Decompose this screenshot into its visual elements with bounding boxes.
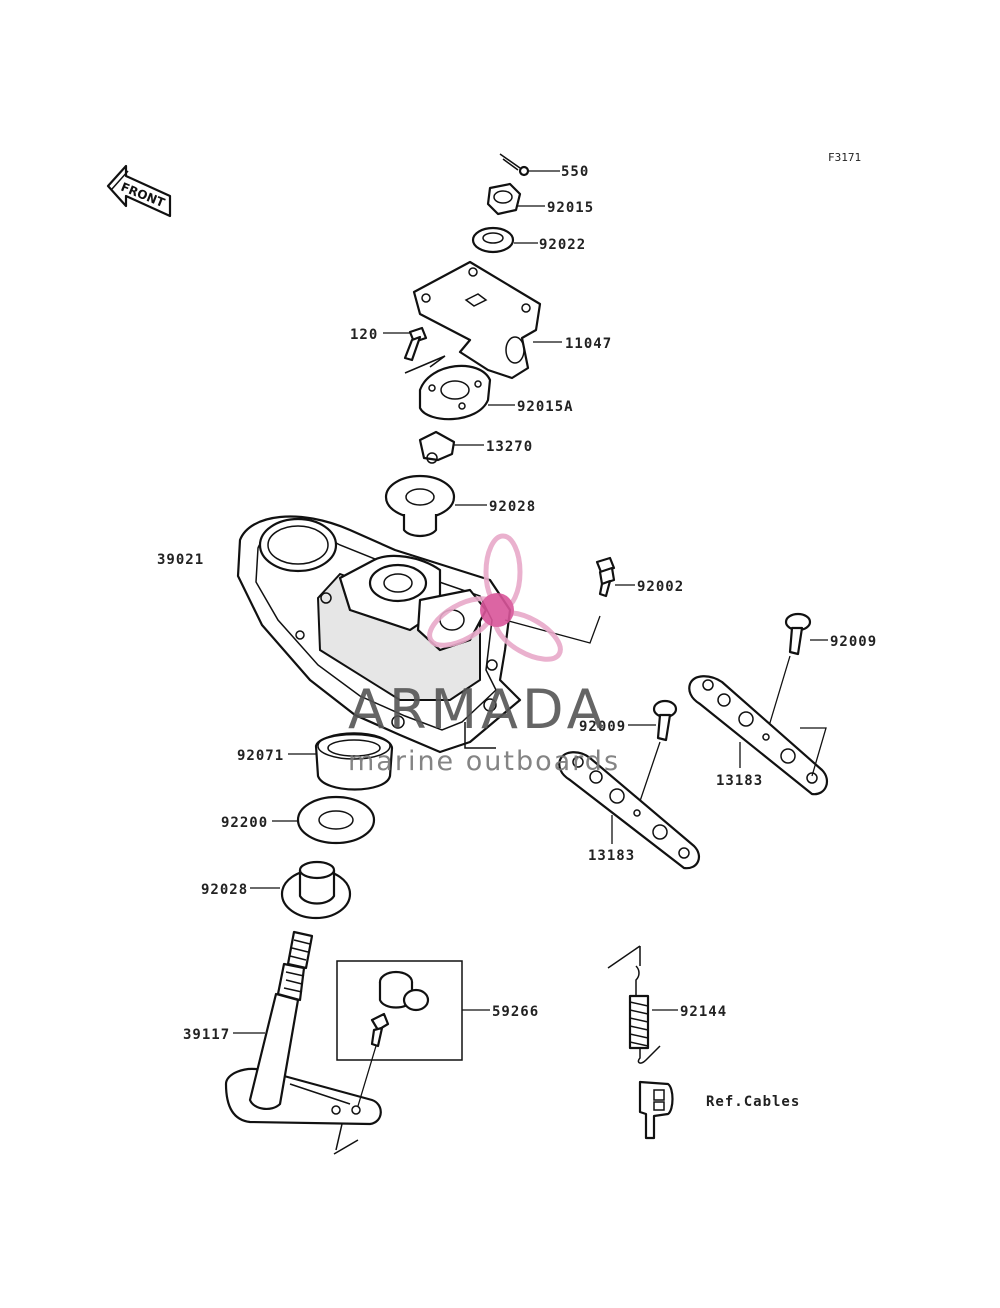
watermark-title: ARMADA	[348, 678, 608, 741]
cotter-pin-550	[499, 153, 560, 177]
label-92028-bottom: 92028	[201, 882, 248, 898]
washer-92022	[471, 226, 538, 254]
label-92009-mid: 92009	[579, 719, 626, 735]
bolt-92002	[504, 556, 635, 644]
label-92071: 92071	[237, 748, 284, 764]
bushing-92028-bottom	[250, 860, 352, 920]
front-arrow-icon: FRONT	[106, 164, 172, 218]
label-13270: 13270	[486, 439, 533, 455]
label-13183-mid: 13183	[588, 848, 635, 864]
bolt-92009-right	[765, 612, 828, 737]
bolt-120	[383, 326, 446, 374]
seal-92071	[288, 732, 394, 791]
label-92022: 92022	[539, 237, 586, 253]
nut-92015A	[418, 364, 515, 421]
washer-92200	[272, 795, 376, 845]
steering-bracket-39021	[236, 515, 522, 754]
label-92015A: 92015A	[517, 399, 574, 415]
label-92015: 92015	[547, 200, 594, 216]
steering-shaft-39117	[224, 930, 382, 1155]
bushing-92028-top	[384, 474, 487, 538]
label-92200: 92200	[221, 815, 268, 831]
castle-nut-92015	[486, 182, 545, 216]
label-39021: 39021	[157, 552, 204, 568]
label-550: 550	[561, 164, 589, 180]
label-ref-cables: Ref.Cables	[706, 1094, 800, 1110]
label-92028-top: 92028	[489, 499, 536, 515]
label-92009-right: 92009	[830, 634, 877, 650]
cable-clip	[638, 1080, 674, 1140]
link-13183-mid	[558, 751, 701, 870]
label-11047: 11047	[565, 336, 612, 352]
spring-92144	[607, 945, 678, 1064]
figure-id: F3171	[828, 151, 861, 164]
label-120: 120	[350, 327, 378, 343]
label-92002: 92002	[637, 579, 684, 595]
watermark-subtitle: marine outboards	[348, 746, 620, 777]
label-92144: 92144	[680, 1004, 727, 1020]
propeller-logo-icon	[427, 533, 563, 662]
label-13183-right: 13183	[716, 773, 763, 789]
watermark: ARMADA marine outboards	[348, 533, 620, 777]
link-13183-right	[688, 675, 829, 796]
kit-box-59266	[336, 960, 490, 1107]
label-39117: 39117	[183, 1027, 230, 1043]
bracket-11047	[412, 260, 562, 380]
label-59266: 59266	[492, 1004, 539, 1020]
joint-13270	[418, 430, 484, 464]
